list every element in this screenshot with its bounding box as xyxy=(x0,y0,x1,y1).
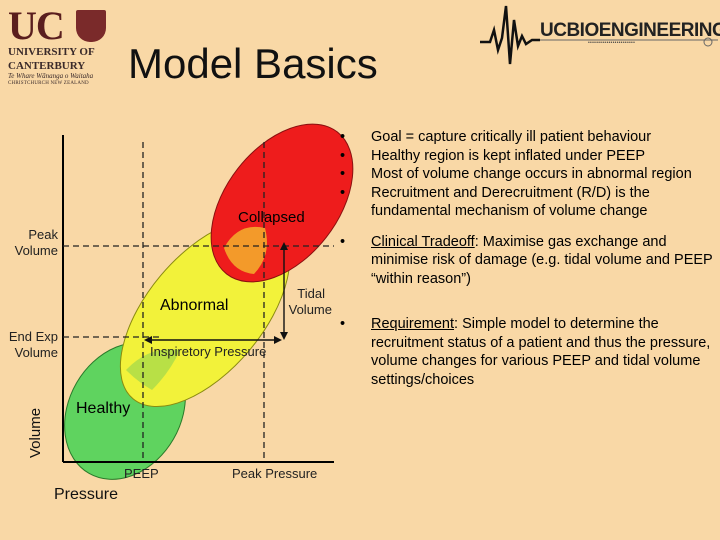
peak-pressure-label: Peak Pressure xyxy=(232,466,317,481)
x-axis-title: Pressure xyxy=(54,486,118,503)
bullet-text: : Maximise gas exchange and minimise ris… xyxy=(371,233,713,287)
logo-line-4: CHRISTCHURCH NEW ZEALAND xyxy=(8,81,89,86)
tidal-volume-label-line2: Volume xyxy=(289,302,332,317)
bullet-bold-lead: Clinical Tradeoff xyxy=(371,233,475,250)
bullet-recruitment: • Recruitment and Derecruitment (R/D) is… xyxy=(338,184,720,221)
uc-bioengineering-logo: UCBIOENGINEERING ••••••••••••••••••••••• xyxy=(470,0,720,70)
healthy-label: Healthy xyxy=(76,400,130,417)
bullet-dot: • xyxy=(340,129,346,145)
bullet-text: Most of volume change occurs in abnormal… xyxy=(371,166,692,182)
bullet-clinical-tradeoff: • Clinical Tradeoff: Maximise gas exchan… xyxy=(338,233,720,289)
bullet-text: Healthy region is kept inflated under PE… xyxy=(371,147,646,164)
logo-line-1: UNIVERSITY OF xyxy=(8,46,95,58)
logo-line-3: Te Whare Wānanga o Waitaha xyxy=(8,72,94,80)
logo-brand-text: UCBIOENGINEERING xyxy=(540,20,720,41)
end-exp-volume-label-line2: Volume xyxy=(15,345,58,360)
abnormal-healthy-overlap xyxy=(126,349,180,390)
inspiratory-pressure-label: Inspiretory Pressure xyxy=(150,344,266,359)
tidal-volume-label-line1: Tidal xyxy=(297,286,325,301)
end-exp-volume-label-line1: End Exp xyxy=(9,329,58,344)
logo-line-2: CANTERBURY xyxy=(8,60,86,72)
bullet-dot: • xyxy=(340,166,346,182)
bullet-requirement: • Requirement: Simple model to determine… xyxy=(338,315,720,389)
bullet-bold-lead: Requirement xyxy=(371,316,455,332)
bullet-volume-change: • Most of volume change occurs in abnorm… xyxy=(338,165,720,184)
bullet-goal: • Goal = capture critically ill patient … xyxy=(338,128,720,147)
peak-volume-label-line1: Peak xyxy=(28,227,58,242)
peak-volume-label-line2: Volume xyxy=(15,243,58,258)
bullet-list: • Goal = capture critically ill patient … xyxy=(338,128,720,389)
university-of-canterbury-logo: UC UNIVERSITY OF CANTERBURY Te Whare Wān… xyxy=(8,3,108,98)
y-axis-title: Volume xyxy=(27,408,44,458)
bullet-healthy-region: • Healthy region is kept inflated under … xyxy=(338,147,720,166)
bullet-dot: • xyxy=(340,147,346,164)
bullet-dot: • xyxy=(340,316,346,332)
inspiratory-pressure-arrow xyxy=(144,336,282,344)
bullet-text: : Simple model to determine the recruitm… xyxy=(371,316,711,388)
bullet-dot: • xyxy=(340,233,346,250)
tidal-volume-arrow xyxy=(280,242,288,340)
logo-uc-text: UC xyxy=(8,3,65,48)
peep-label: PEEP xyxy=(124,466,159,481)
slide-title: Model Basics xyxy=(128,40,378,87)
bullet-text: Goal = capture critically ill patient be… xyxy=(371,129,652,145)
bullet-text: Recruitment and Derecruitment (R/D) is t… xyxy=(371,184,650,220)
waveform-icon xyxy=(480,5,718,65)
crest-icon xyxy=(76,10,106,42)
logo-brand-subtext: ••••••••••••••••••••••• xyxy=(588,40,636,46)
abnormal-label: Abnormal xyxy=(160,297,228,314)
abnormal-collapsed-overlap xyxy=(224,226,267,274)
bullet-dot: • xyxy=(340,184,346,201)
collapsed-label: Collapsed xyxy=(238,209,305,226)
